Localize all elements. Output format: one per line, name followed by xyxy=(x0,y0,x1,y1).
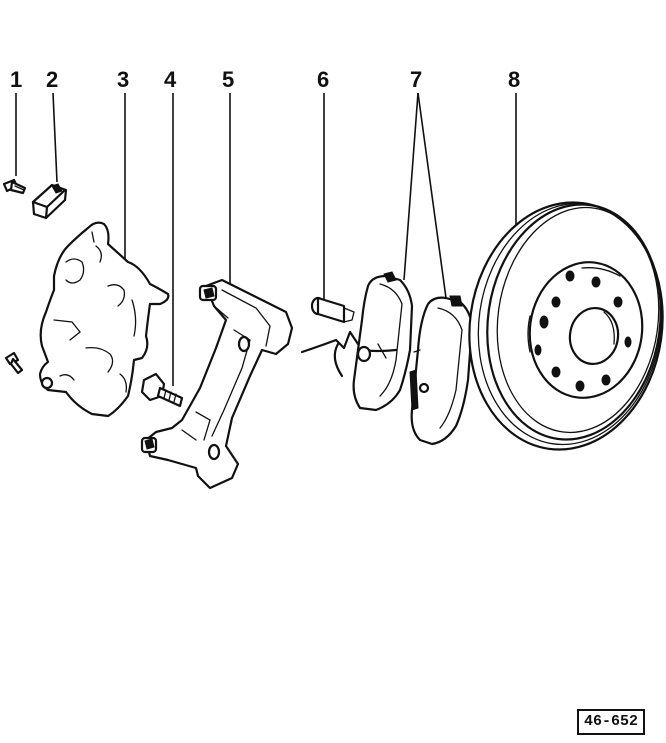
callout-5: 5 xyxy=(222,67,234,92)
callout-8: 8 xyxy=(508,67,520,92)
caliper-housing-icon xyxy=(38,221,170,418)
cap-icon xyxy=(31,183,68,220)
reference-code: 46-652 xyxy=(577,709,646,735)
brake-pad-outer-icon xyxy=(409,295,474,446)
bolt-lower-icon xyxy=(4,351,24,375)
callout-1: 1 xyxy=(10,67,22,92)
bolt-mid-icon xyxy=(140,372,184,408)
callout-6: 6 xyxy=(317,67,329,92)
brake-pad-inner-icon xyxy=(352,271,414,412)
bolt-upper-icon xyxy=(2,178,27,195)
callout-7: 7 xyxy=(410,67,422,92)
leader-lines xyxy=(15,92,517,386)
callout-2: 2 xyxy=(46,67,58,92)
caliper-carrier-icon xyxy=(140,278,294,490)
callout-4: 4 xyxy=(164,67,177,92)
guide-pin-icon xyxy=(300,296,372,378)
callout-3: 3 xyxy=(117,67,129,92)
brake-disc-icon xyxy=(468,201,664,451)
